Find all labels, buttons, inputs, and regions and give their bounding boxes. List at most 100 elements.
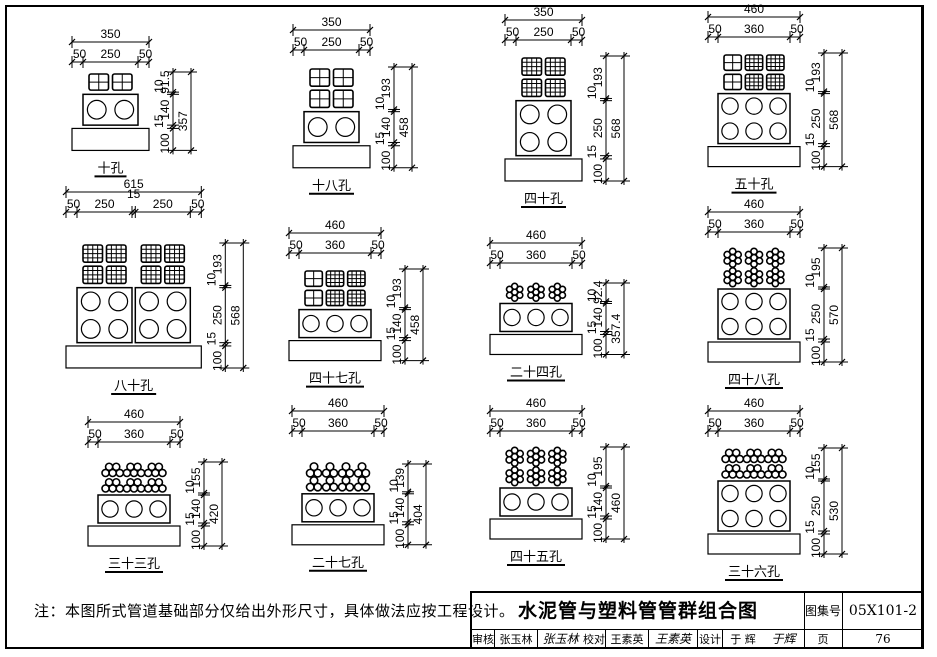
dimension-tick bbox=[567, 36, 575, 44]
plastic-pipe-circle bbox=[724, 463, 734, 473]
dimension-tick bbox=[838, 358, 846, 366]
dimension-label-part: 50 bbox=[139, 47, 153, 61]
cement-pipe-block-outline bbox=[499, 487, 573, 517]
dimension-label-part: 360 bbox=[744, 22, 764, 36]
dimension-label-height: 100 bbox=[379, 150, 393, 170]
dimension-tick bbox=[285, 249, 293, 257]
dimension-tick bbox=[486, 407, 494, 415]
dimension-tick bbox=[602, 535, 610, 543]
title-block-row-main: 水泥管与塑料管管群组合图 图集号 05X101-2 bbox=[472, 593, 924, 630]
plastic-pipe-circle bbox=[341, 475, 351, 486]
dimension-tick bbox=[838, 550, 846, 558]
dimension-label-height: 193 bbox=[390, 278, 404, 298]
dimension-label-total-height: 420 bbox=[207, 504, 221, 524]
dimension-label-height: 193 bbox=[379, 78, 393, 98]
dimension-tick bbox=[620, 279, 628, 287]
dimension-tick bbox=[221, 364, 229, 372]
dimension-tick bbox=[419, 357, 427, 365]
concrete-base-slab bbox=[288, 340, 382, 362]
dimension-label-part: 50 bbox=[790, 416, 804, 430]
dimension-tick bbox=[786, 228, 794, 236]
dimension-label-total-height: 458 bbox=[408, 314, 422, 334]
dimension-label-part: 50 bbox=[170, 427, 184, 441]
plastic-pipe-circle bbox=[767, 463, 777, 473]
cement-pipe-hole bbox=[335, 117, 356, 138]
dimension-label-height: 91.5 bbox=[158, 70, 172, 94]
dimension-tick bbox=[221, 339, 229, 347]
cement-pipe-hole bbox=[166, 291, 187, 312]
dimension-tick bbox=[200, 519, 208, 527]
dimension-tick bbox=[377, 229, 385, 237]
dimension-label-height: 10 bbox=[384, 295, 398, 309]
plastic-pipe-circle bbox=[341, 462, 351, 472]
dimension-label-part: 50 bbox=[360, 35, 374, 49]
cement-pipe-block-outline bbox=[303, 110, 360, 144]
dimension-label-total-width: 350 bbox=[533, 5, 553, 19]
dimension-label-height: 250 bbox=[809, 304, 823, 324]
cement-pipe-block-outline bbox=[82, 93, 139, 126]
cement-pipe-hole bbox=[80, 318, 101, 339]
diagram-caption: 四十孔 bbox=[524, 191, 563, 206]
plastic-pipe-circle bbox=[104, 477, 114, 487]
dimension-label-height: 250 bbox=[210, 305, 224, 325]
cement-pipe-block-outline bbox=[717, 480, 791, 532]
dimension-tick bbox=[79, 58, 87, 66]
plastic-pipe-circle bbox=[776, 270, 785, 279]
plastic-pipe-group bbox=[521, 57, 566, 98]
dimension-label-part: 50 bbox=[708, 416, 722, 430]
cement-pipe-block bbox=[76, 286, 133, 344]
dimension-label-total-width: 460 bbox=[744, 197, 764, 211]
dimension-tick bbox=[714, 427, 722, 435]
dimension-tick bbox=[134, 58, 142, 66]
dimension-tick bbox=[602, 279, 610, 287]
dimension-label-total-width: 350 bbox=[100, 27, 120, 41]
plastic-pipe-circle bbox=[154, 462, 164, 472]
dimension-label-part: 50 bbox=[73, 47, 87, 61]
dimension-label-total-height: 570 bbox=[827, 305, 841, 325]
dimension-label-height: 15 bbox=[183, 512, 197, 526]
plastic-pipe-group bbox=[305, 462, 371, 492]
plastic-pipe-circle bbox=[558, 469, 567, 478]
design-label: 设计 bbox=[698, 630, 723, 649]
plastic-pipe-circle bbox=[361, 468, 371, 478]
dimension-tick bbox=[578, 239, 586, 247]
dimension-tick bbox=[602, 300, 610, 307]
dimension-label-total-height: 568 bbox=[827, 109, 841, 129]
dimension-tick bbox=[218, 458, 226, 466]
plastic-pipe-circle bbox=[527, 291, 535, 300]
cement-pipe-block bbox=[303, 110, 360, 144]
dimension-label-total-height: 404 bbox=[411, 504, 425, 524]
dimension-tick bbox=[401, 357, 409, 365]
dimension-label-total-width: 460 bbox=[328, 396, 348, 410]
cement-pipe-hole bbox=[307, 117, 328, 138]
cement-pipe-block bbox=[499, 302, 573, 333]
plastic-pipe-circle bbox=[111, 477, 121, 487]
cement-pipe-hole bbox=[149, 500, 167, 518]
dimension-tick bbox=[68, 38, 76, 46]
atlas-number-label: 图集号 bbox=[804, 593, 843, 629]
dimension-label-total-width: 460 bbox=[526, 228, 546, 242]
dimension-label-part: 50 bbox=[572, 248, 586, 262]
dimension-tick bbox=[796, 228, 804, 236]
dimension-label-total-width: 460 bbox=[744, 2, 764, 16]
dimension-tick bbox=[602, 512, 610, 520]
dimension-tick bbox=[838, 49, 846, 57]
plastic-pipe-circle bbox=[111, 462, 121, 472]
dimension-tick bbox=[84, 438, 92, 446]
dimension-tick bbox=[84, 418, 92, 426]
dimension-label-height: 10 bbox=[803, 274, 817, 288]
plastic-pipe-circle bbox=[505, 455, 514, 464]
cement-pipe-hole bbox=[721, 122, 739, 140]
dimension-tick bbox=[602, 443, 610, 451]
dimension-tick bbox=[200, 522, 208, 530]
dimension-label-height: 15 bbox=[585, 505, 599, 519]
dimension-label-height: 10 bbox=[585, 288, 599, 302]
diagram-caption: 十八孔 bbox=[312, 178, 351, 193]
cement-pipe-hole bbox=[527, 308, 545, 327]
plastic-pipe-circle bbox=[731, 463, 741, 473]
dimension-tick bbox=[187, 68, 195, 76]
dimension-tick bbox=[796, 407, 804, 415]
